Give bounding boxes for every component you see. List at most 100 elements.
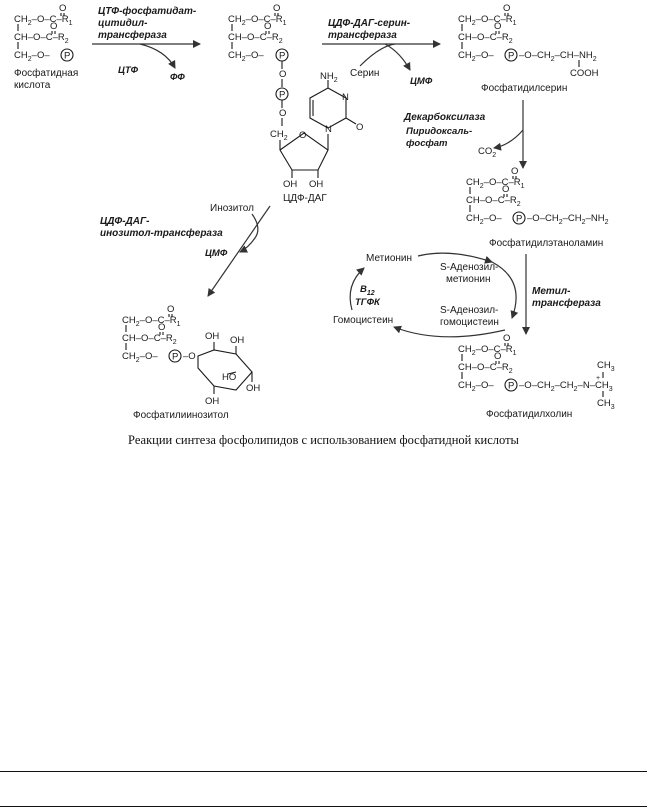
enzyme-cdp-dag-serine-transferase: ЦДФ-ДАГ-серин- bbox=[328, 18, 411, 29]
svg-text:O: O bbox=[494, 21, 501, 32]
svg-text:N: N bbox=[342, 92, 349, 103]
phosphatidylserine-label: Фосфатидилсерин bbox=[481, 82, 567, 94]
phosphatidylserine-structure: CH2–O–C–R1 O CH–O–C–R2 O CH2–O– P –O–CH2… bbox=[458, 3, 599, 94]
sam-label: S-Аденозил- bbox=[440, 262, 498, 273]
phosphatidylinositol-structure: CH2–O–C–R1 O CH–O–C–R2 O CH2–O– P –O OH … bbox=[122, 304, 260, 421]
svg-text:гомоцистеин: гомоцистеин bbox=[440, 317, 499, 328]
cofactor-plp-1: Пиридоксаль- bbox=[406, 126, 472, 137]
svg-text:P: P bbox=[516, 214, 522, 225]
svg-text:O: O bbox=[356, 122, 363, 133]
svg-text:+: + bbox=[596, 375, 600, 382]
phosphatidylethanolamine-label: Фосфатидилэтаноламин bbox=[489, 237, 603, 249]
svg-text:OH: OH bbox=[230, 335, 244, 346]
cofactor-cmp-2: ЦМФ bbox=[205, 248, 228, 259]
svg-text:CH2–O–: CH2–O– bbox=[228, 50, 264, 63]
phosphatidylinositol-label: Фосфатилиинозитол bbox=[133, 409, 229, 421]
phosphatidic-acid-structure: CH2–O–C–R1 O CH–O–C–R2 O CH2–O– P Фосфат… bbox=[14, 3, 78, 91]
svg-text:CH3: CH3 bbox=[597, 398, 615, 411]
cofactor-thf: ТГФК bbox=[355, 297, 381, 308]
cofactor-arrow-cmp bbox=[384, 43, 411, 71]
svg-text:O: O bbox=[502, 184, 509, 195]
svg-text:трансфераза: трансфераза bbox=[328, 29, 397, 41]
svg-text:CH–O–C–R2: CH–O–C–R2 bbox=[14, 32, 69, 45]
svg-text:CH2–O–C–R1: CH2–O–C–R1 bbox=[14, 14, 73, 27]
co2-label: CO2 bbox=[478, 146, 496, 159]
sah-label: S-Аденозил- bbox=[440, 305, 498, 316]
svg-text:HO: HO bbox=[222, 372, 236, 383]
svg-text:O: O bbox=[167, 304, 174, 315]
phosphatidic-acid-label: Фосфатидная bbox=[14, 67, 78, 79]
svg-text:CH3: CH3 bbox=[597, 360, 615, 373]
svg-text:O: O bbox=[299, 130, 306, 141]
svg-text:трансфераза: трансфераза bbox=[98, 29, 167, 41]
svg-text:O: O bbox=[503, 3, 510, 14]
svg-text:CH–O–C–R2: CH–O–C–R2 bbox=[466, 195, 521, 208]
phosphatidylethanolamine-structure: CH2–O–C–R1 O CH–O–C–R2 O CH2–O– P –O–CH2… bbox=[466, 166, 609, 249]
svg-text:цитидил-: цитидил- bbox=[98, 18, 148, 29]
phospholipid-synthesis-diagram: CH2–O–C–R1 O CH–O–C–R2 O CH2–O– P Фосфат… bbox=[14, 3, 615, 421]
svg-text:фосфат: фосфат bbox=[406, 138, 448, 149]
cofactor-arrow-co2 bbox=[493, 129, 524, 151]
svg-text:CH2–O–C–R1: CH2–O–C–R1 bbox=[122, 315, 181, 328]
cofactor-ctp: ЦТФ bbox=[118, 65, 139, 76]
divider-bottom bbox=[0, 806, 647, 807]
reaction-arrow-cdpdag-to-pi bbox=[207, 205, 271, 297]
cdp-dag-label: ЦДФ-ДАГ bbox=[283, 193, 327, 204]
cdp-dag-structure: CH2–O–C–R1 O CH–O–C–R2 O CH2–O– P O P O … bbox=[228, 3, 363, 204]
svg-text:CH2–O–: CH2–O– bbox=[14, 50, 50, 63]
svg-text:P: P bbox=[508, 51, 514, 62]
svg-text:OH: OH bbox=[246, 383, 260, 394]
svg-text:CH2–O–: CH2–O– bbox=[122, 351, 158, 364]
svg-text:O: O bbox=[264, 21, 271, 32]
svg-text:O: O bbox=[279, 108, 286, 119]
phosphatidic-acid-label-2: кислота bbox=[14, 80, 51, 91]
homocysteine-label: Гомоцистеин bbox=[333, 315, 393, 326]
enzyme-decarboxylase: Декарбоксилаза bbox=[403, 111, 486, 123]
svg-text:CH2–O–: CH2–O– bbox=[458, 380, 494, 393]
svg-text:–O–CH2–CH2–N–CH3: –O–CH2–CH2–N–CH3 bbox=[519, 380, 613, 393]
svg-text:метионин: метионин bbox=[446, 274, 490, 285]
svg-text:OH: OH bbox=[309, 179, 323, 190]
svg-text:N: N bbox=[325, 124, 332, 135]
enzyme-methyltransferase: Метил- bbox=[532, 286, 571, 297]
svg-text:CH2–O–C–R1: CH2–O–C–R1 bbox=[458, 14, 517, 27]
svg-text:COOH: COOH bbox=[570, 68, 599, 79]
svg-text:P: P bbox=[508, 381, 514, 392]
inositol-label: Инозитол bbox=[210, 203, 254, 214]
svg-text:P: P bbox=[64, 51, 70, 62]
methionine-label: Метионин bbox=[366, 253, 412, 264]
svg-text:O: O bbox=[279, 69, 286, 80]
svg-text:CH2–O–C–R1: CH2–O–C–R1 bbox=[228, 14, 287, 27]
svg-text:O: O bbox=[494, 351, 501, 362]
svg-text:–O–CH2–CH–NH2: –O–CH2–CH–NH2 bbox=[519, 50, 597, 63]
svg-text:CH2–O–C–R1: CH2–O–C–R1 bbox=[466, 177, 525, 190]
serine-label: Серин bbox=[350, 68, 379, 79]
enzyme-cdp-dag-inositol-transferase: ЦДФ-ДАГ- bbox=[100, 216, 150, 227]
svg-text:O: O bbox=[273, 3, 280, 14]
svg-text:NH2: NH2 bbox=[320, 71, 338, 84]
svg-text:P: P bbox=[279, 90, 285, 101]
svg-text:CH2: CH2 bbox=[270, 129, 288, 142]
svg-text:OH: OH bbox=[205, 331, 219, 342]
svg-text:O: O bbox=[50, 21, 57, 32]
svg-text:O: O bbox=[511, 166, 518, 177]
svg-text:CH–O–C–R2: CH–O–C–R2 bbox=[122, 333, 177, 346]
svg-text:CH–O–C–R2: CH–O–C–R2 bbox=[458, 362, 513, 375]
svg-text:–O–CH2–CH2–NH2: –O–CH2–CH2–NH2 bbox=[527, 213, 609, 226]
figure-caption: Реакции синтеза фосфолипидов с использов… bbox=[128, 433, 519, 447]
svg-text:трансфераза: трансфераза bbox=[532, 297, 601, 309]
phosphatidylcholine-label: Фосфатидилхолин bbox=[486, 408, 572, 420]
svg-text:инозитол-трансфераза: инозитол-трансфераза bbox=[100, 227, 223, 239]
svg-text:O: O bbox=[158, 322, 165, 333]
svg-text:P: P bbox=[172, 352, 178, 363]
cofactor-pp: ФФ bbox=[170, 72, 185, 83]
cofactor-arrow-cmp-2 bbox=[239, 213, 259, 253]
svg-text:CH–O–C–R2: CH–O–C–R2 bbox=[458, 32, 513, 45]
svg-text:O: O bbox=[503, 333, 510, 344]
divider-top bbox=[0, 771, 647, 772]
svg-text:P: P bbox=[279, 51, 285, 62]
enzyme-ctp-pa-cytidylyltransferase: ЦТФ-фосфатидат- bbox=[98, 5, 197, 17]
svg-text:–O: –O bbox=[183, 351, 196, 362]
svg-text:CH2–O–: CH2–O– bbox=[466, 213, 502, 226]
cofactor-cmp-1: ЦМФ bbox=[410, 76, 433, 87]
